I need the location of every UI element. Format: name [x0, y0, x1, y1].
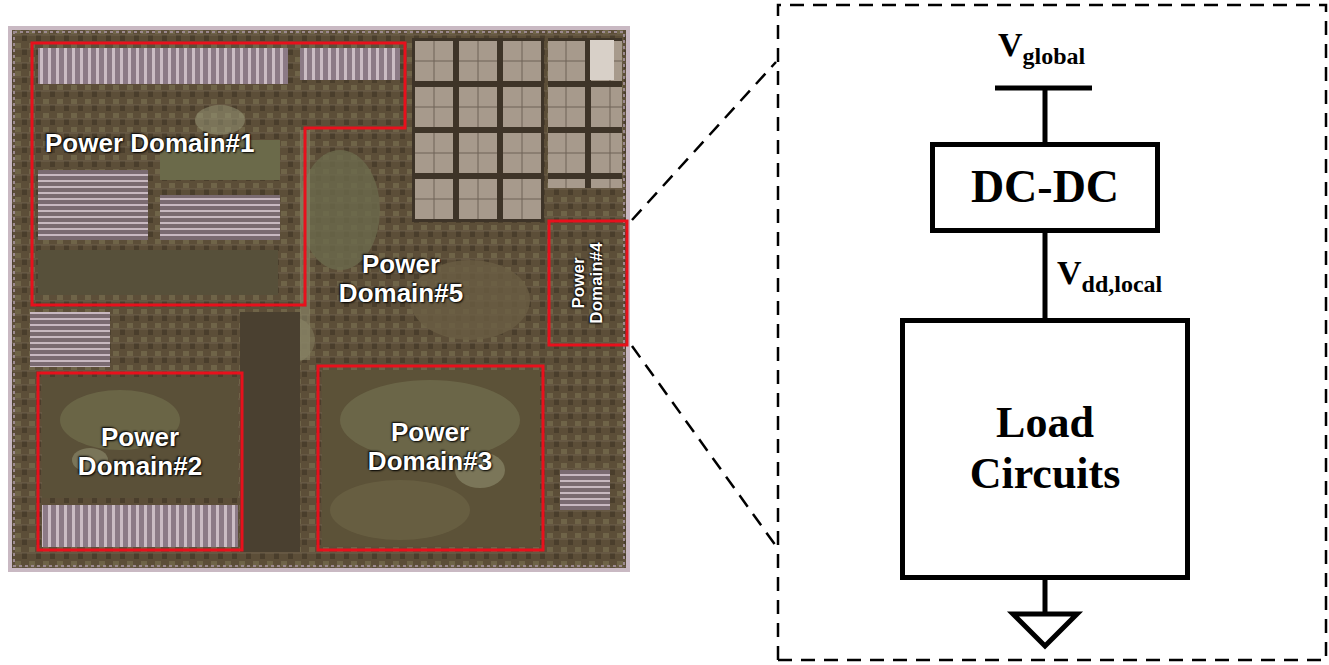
domain-label: Power Domain#1: [45, 129, 305, 158]
process-box: DC-DC: [930, 142, 1160, 233]
power-domain-region: Power Domain#3: [318, 366, 543, 550]
power-domain-region: Power Domain#1: [32, 43, 405, 305]
box-label: DC-DC: [971, 161, 1119, 214]
signal-name: Vdd,local: [1055, 254, 1164, 298]
power-domain-region: Power Domain#4: [549, 221, 627, 345]
domain-label: Power Domain#3: [340, 418, 520, 476]
signal-name: Vglobal: [996, 26, 1087, 70]
box-label: Load Circuits: [940, 398, 1150, 499]
domain-label: Power Domain#4: [570, 224, 606, 342]
domain-label: Power Domain#5: [316, 250, 486, 308]
domain-label: Power Domain#2: [55, 423, 225, 481]
process-box: Load Circuits: [900, 318, 1190, 580]
power-domain-region: Power Domain#2: [38, 373, 242, 550]
domain-outline: [32, 43, 405, 305]
supply-wire: [1045, 233, 1046, 318]
